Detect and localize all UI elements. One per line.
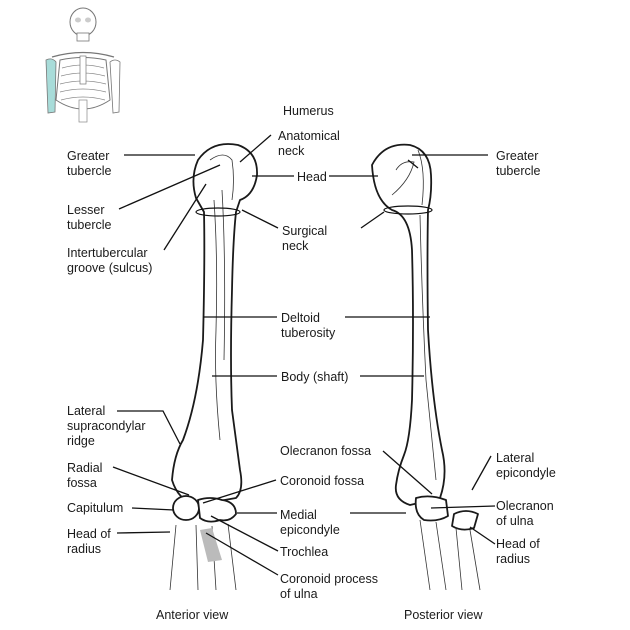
label-coronoid-process: Coronoid process of ulna [280, 572, 378, 601]
label-greater-tubercle-anterior: Greater tubercle [67, 149, 112, 178]
label-head-of-radius-posterior: Head of radius [496, 537, 540, 566]
leader-lines [112, 134, 496, 576]
label-olecranon-fossa: Olecranon fossa [280, 444, 372, 458]
label-head-of-radius-anterior: Head of radius [67, 527, 111, 556]
label-lateral-supracondylar-ridge: Lateral supracondylar ridge [67, 404, 146, 448]
label-head: Head [297, 170, 327, 184]
label-trochlea: Trochlea [280, 545, 329, 559]
label-medial-epicondyle: Medial epicondyle [280, 508, 340, 537]
label-olecranon-of-ulna: Olecranon of ulna [496, 499, 554, 528]
label-deltoid-tuberosity: Deltoid tuberosity [281, 311, 336, 340]
posterior-humerus [371, 143, 481, 591]
label-body-shaft: Body (shaft) [281, 370, 349, 384]
label-surgical-neck: Surgical neck [282, 224, 328, 253]
label-coronoid-fossa: Coronoid fossa [280, 474, 365, 488]
label-radial-fossa: Radial fossa [67, 461, 103, 490]
label-lesser-tubercle: Lesser tubercle [67, 203, 112, 232]
label-anatomical-neck: Anatomical neck [278, 129, 340, 158]
skeleton-thumbnail [45, 7, 121, 123]
caption-posterior-view: Posterior view [404, 608, 483, 622]
label-capitulum: Capitulum [67, 501, 124, 515]
title-humerus: Humerus [283, 104, 334, 118]
label-intertubercular-groove: Intertubercular groove (sulcus) [67, 246, 153, 275]
anterior-humerus [169, 143, 258, 591]
label-lateral-epicondyle: Lateral epicondyle [496, 451, 556, 480]
caption-anterior-view: Anterior view [156, 608, 229, 622]
label-greater-tubercle-posterior: Greater tubercle [496, 149, 541, 178]
highlighted-humerus [45, 58, 57, 114]
